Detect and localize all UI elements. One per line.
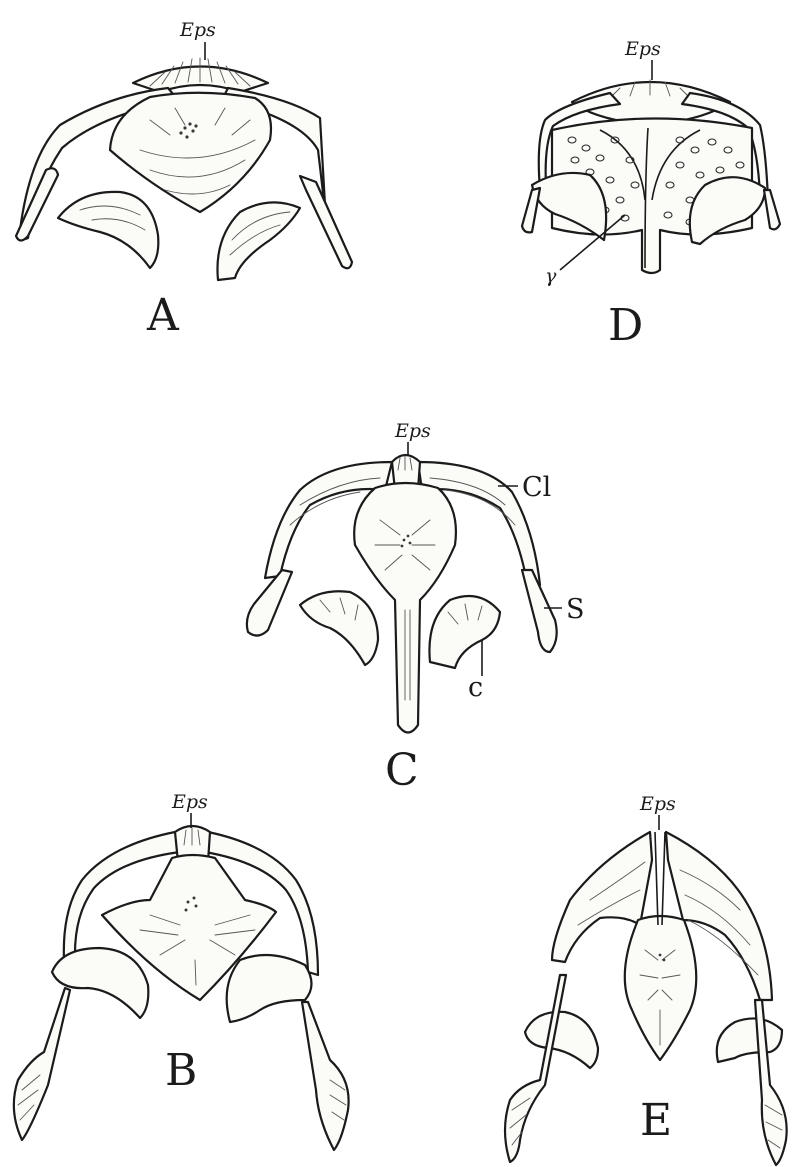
fig-b-eps-label: Eps — [171, 791, 208, 813]
fig-b-right-scapula — [302, 1002, 349, 1150]
fig-c-right-coracoid — [429, 596, 500, 668]
fig-c-left-coracoid — [300, 591, 378, 665]
fig-e-left-scapula — [505, 975, 566, 1162]
fig-e-letter: E — [640, 1095, 672, 1146]
fig-a-right-coracoid — [217, 202, 300, 280]
fig-c-scapula-label: S — [566, 594, 585, 625]
fig-c-coracoid-label: c — [468, 672, 483, 703]
fig-d-eps-label: Eps — [624, 38, 661, 60]
fig-a-left-coracoid — [58, 192, 158, 268]
fig-c-letter: C — [385, 745, 419, 796]
figure-c: Eps Cl S c C — [247, 420, 585, 796]
figure-a: Eps A — [16, 19, 352, 341]
fig-a-episternum-fan — [133, 67, 268, 93]
fig-e-eps-label: Eps — [639, 793, 676, 815]
fig-a-eps-label: Eps — [179, 19, 216, 41]
fig-a-letter: A — [146, 290, 180, 341]
fig-d-interclavicle-label: γ — [545, 265, 557, 287]
fig-c-eps-label: Eps — [394, 420, 431, 442]
fig-e-left-coracoid — [525, 1012, 598, 1068]
fig-c-clavicle-label: Cl — [522, 472, 551, 503]
fig-b-right-coracoid — [227, 955, 312, 1022]
fig-c-left-scapula — [247, 570, 292, 636]
figure-e: Eps E — [505, 793, 787, 1165]
fig-e-sternum — [625, 916, 696, 1060]
fig-b-letter: B — [165, 1045, 197, 1096]
figure-d: Eps γ D — [522, 38, 780, 351]
fig-e-right-coracoid — [717, 1018, 782, 1062]
fig-d-letter: D — [608, 300, 643, 351]
figure-b: Eps B — [14, 791, 349, 1150]
